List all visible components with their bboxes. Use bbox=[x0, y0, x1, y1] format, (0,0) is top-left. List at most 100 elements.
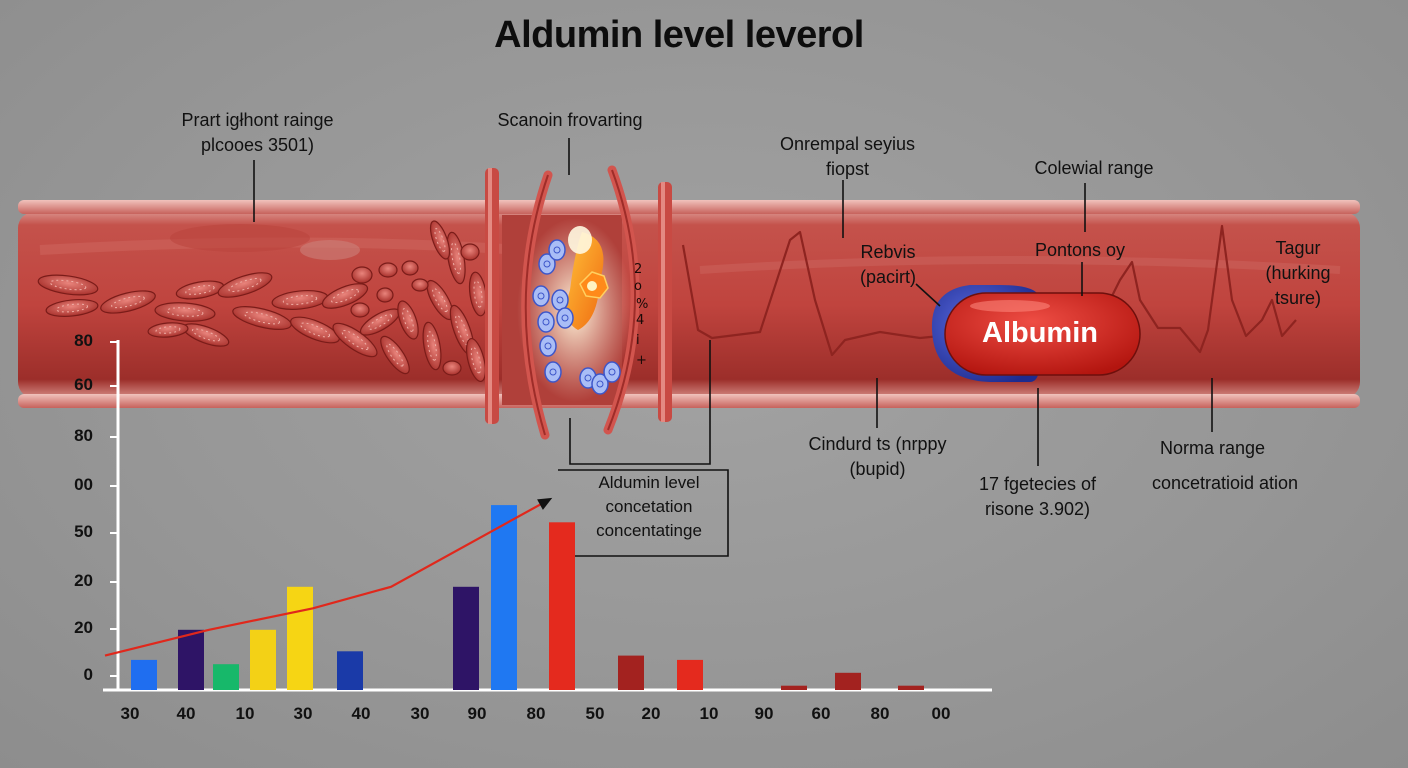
red-blood-cell bbox=[442, 360, 462, 376]
y-tick-label: 60 bbox=[74, 375, 93, 394]
x-tick-label: 80 bbox=[870, 704, 890, 723]
chart-bar bbox=[337, 651, 363, 690]
x-tick-label: 40 bbox=[176, 704, 196, 723]
label-fgetecies-line1: 17 fgetecies of bbox=[978, 474, 1097, 494]
red-blood-cell bbox=[376, 287, 394, 303]
x-tick-label: 30 bbox=[120, 704, 140, 723]
label-cindurd: Cindurd ts (nrppy (bupid) bbox=[780, 432, 975, 482]
albumin-molecule-core bbox=[596, 380, 604, 388]
label-rebvis: Rebvis (pacirt) bbox=[828, 240, 948, 290]
red-blood-cell-detail bbox=[282, 295, 318, 305]
label-tagur: Tagur (hurking tsure) bbox=[1250, 236, 1346, 311]
red-blood-cells bbox=[37, 220, 488, 383]
x-tick-label: 10 bbox=[235, 704, 255, 723]
tube-mark: 4 bbox=[636, 313, 645, 328]
y-tick-label: 20 bbox=[74, 571, 93, 590]
red-blood-cell bbox=[429, 220, 451, 260]
red-blood-cell-detail bbox=[427, 331, 437, 361]
albumin-molecule-core bbox=[556, 296, 564, 304]
tube-mark: o bbox=[634, 279, 642, 294]
x-tick-label: 90 bbox=[754, 704, 774, 723]
albumin-molecule bbox=[538, 253, 556, 275]
label-rebvis-line2: (pacirt) bbox=[859, 267, 916, 287]
red-blood-cell bbox=[411, 278, 429, 292]
label-fgetecies: 17 fgetecies of risone 3.902) bbox=[955, 472, 1120, 522]
red-blood-cell bbox=[422, 321, 442, 371]
red-blood-cell-detail bbox=[49, 279, 87, 291]
red-blood-cell bbox=[154, 302, 216, 322]
red-blood-cell bbox=[147, 322, 189, 338]
label-top-right1-line1: Onrempal seyius bbox=[779, 134, 916, 154]
trend-line-group bbox=[104, 497, 553, 657]
red-blood-cell-detail bbox=[434, 228, 446, 252]
albumin-molecule bbox=[603, 361, 621, 383]
chart-bar bbox=[287, 586, 313, 690]
chart-bar bbox=[178, 629, 204, 690]
chart-bar bbox=[491, 505, 517, 690]
y-tick-label: 0 bbox=[83, 665, 93, 684]
chart-bar bbox=[131, 659, 157, 690]
red-blood-cell-detail bbox=[111, 295, 145, 309]
chart-bar bbox=[618, 655, 644, 690]
red-blood-cell-detail bbox=[367, 314, 393, 330]
label-top-left-line1: Prart igłhont rainge bbox=[181, 110, 334, 130]
red-blood-cell-detail bbox=[185, 285, 215, 295]
page-title: Aldumin level leverol bbox=[494, 14, 864, 56]
y-tick-label: 00 bbox=[74, 475, 93, 494]
albumin-molecule bbox=[551, 289, 569, 311]
red-blood-cell bbox=[460, 243, 480, 261]
red-blood-cell-detail bbox=[244, 311, 280, 325]
chart-bar bbox=[250, 629, 276, 690]
label-fgetecies-line2: risone 3.902) bbox=[984, 499, 1091, 519]
label-top-left-line2: plcooes 3501) bbox=[200, 135, 315, 155]
chart-bar bbox=[835, 672, 861, 690]
red-blood-cell bbox=[37, 274, 99, 296]
box-line3: concentatinge bbox=[596, 521, 702, 540]
red-blood-cell bbox=[401, 260, 419, 276]
chart-bars bbox=[131, 505, 924, 690]
y-tick-label: 20 bbox=[74, 618, 93, 637]
albumin-capsule bbox=[931, 285, 1141, 382]
label-top-right1: Onrempal seyius fiopst bbox=[755, 132, 940, 182]
red-blood-cell bbox=[217, 272, 273, 298]
x-tick-label: 90 bbox=[467, 704, 487, 723]
x-tick-label: 20 bbox=[641, 704, 661, 723]
red-blood-cell bbox=[100, 290, 156, 314]
label-top-left: Prart igłhont rainge plcooes 3501) bbox=[150, 108, 365, 158]
chart-bar bbox=[677, 659, 703, 690]
red-blood-cell bbox=[321, 283, 369, 309]
red-blood-cell bbox=[378, 262, 398, 278]
albumin-molecule-core bbox=[543, 260, 551, 268]
chart-bar bbox=[213, 664, 239, 690]
red-blood-cell-detail bbox=[55, 303, 89, 313]
albumin-molecule-core bbox=[561, 314, 569, 322]
albumin-label: Albumin bbox=[982, 317, 1098, 349]
red-blood-cell bbox=[380, 335, 410, 375]
label-pontons: Pontons oy bbox=[1034, 240, 1126, 260]
chart-bar bbox=[781, 685, 807, 690]
albumin-molecule-core bbox=[553, 246, 561, 254]
red-blood-cell-detail bbox=[473, 280, 483, 308]
tube-mark: % bbox=[636, 297, 649, 312]
x-tick-label: 60 bbox=[811, 704, 831, 723]
albumin-level-box: Aldumin level concetation concentatinge bbox=[570, 471, 728, 555]
red-blood-cell-detail bbox=[470, 346, 482, 374]
label-top-mid: Scanoin frovarting bbox=[497, 110, 643, 130]
label-tagur-line1: Tagur bbox=[1275, 238, 1321, 258]
label-colewial-range: Colewial range bbox=[1034, 158, 1154, 178]
red-blood-cell-detail bbox=[386, 343, 404, 367]
red-blood-cell bbox=[351, 266, 373, 284]
trend-arrowhead bbox=[537, 497, 553, 510]
albumin-molecule-core bbox=[584, 374, 592, 382]
red-blood-cell-detail bbox=[228, 278, 262, 292]
red-blood-cell-detail bbox=[432, 287, 448, 313]
red-blood-cell bbox=[350, 302, 370, 318]
y-tick-label: 80 bbox=[74, 426, 93, 445]
chart-bar bbox=[549, 522, 575, 690]
label-cindurd-line2: (bupid) bbox=[849, 459, 906, 479]
x-tick-label: 00 bbox=[931, 704, 951, 723]
albumin-molecule-core bbox=[549, 368, 557, 376]
label-rebvis-line1: Rebvis bbox=[860, 242, 916, 262]
red-blood-cell-detail bbox=[402, 308, 414, 332]
